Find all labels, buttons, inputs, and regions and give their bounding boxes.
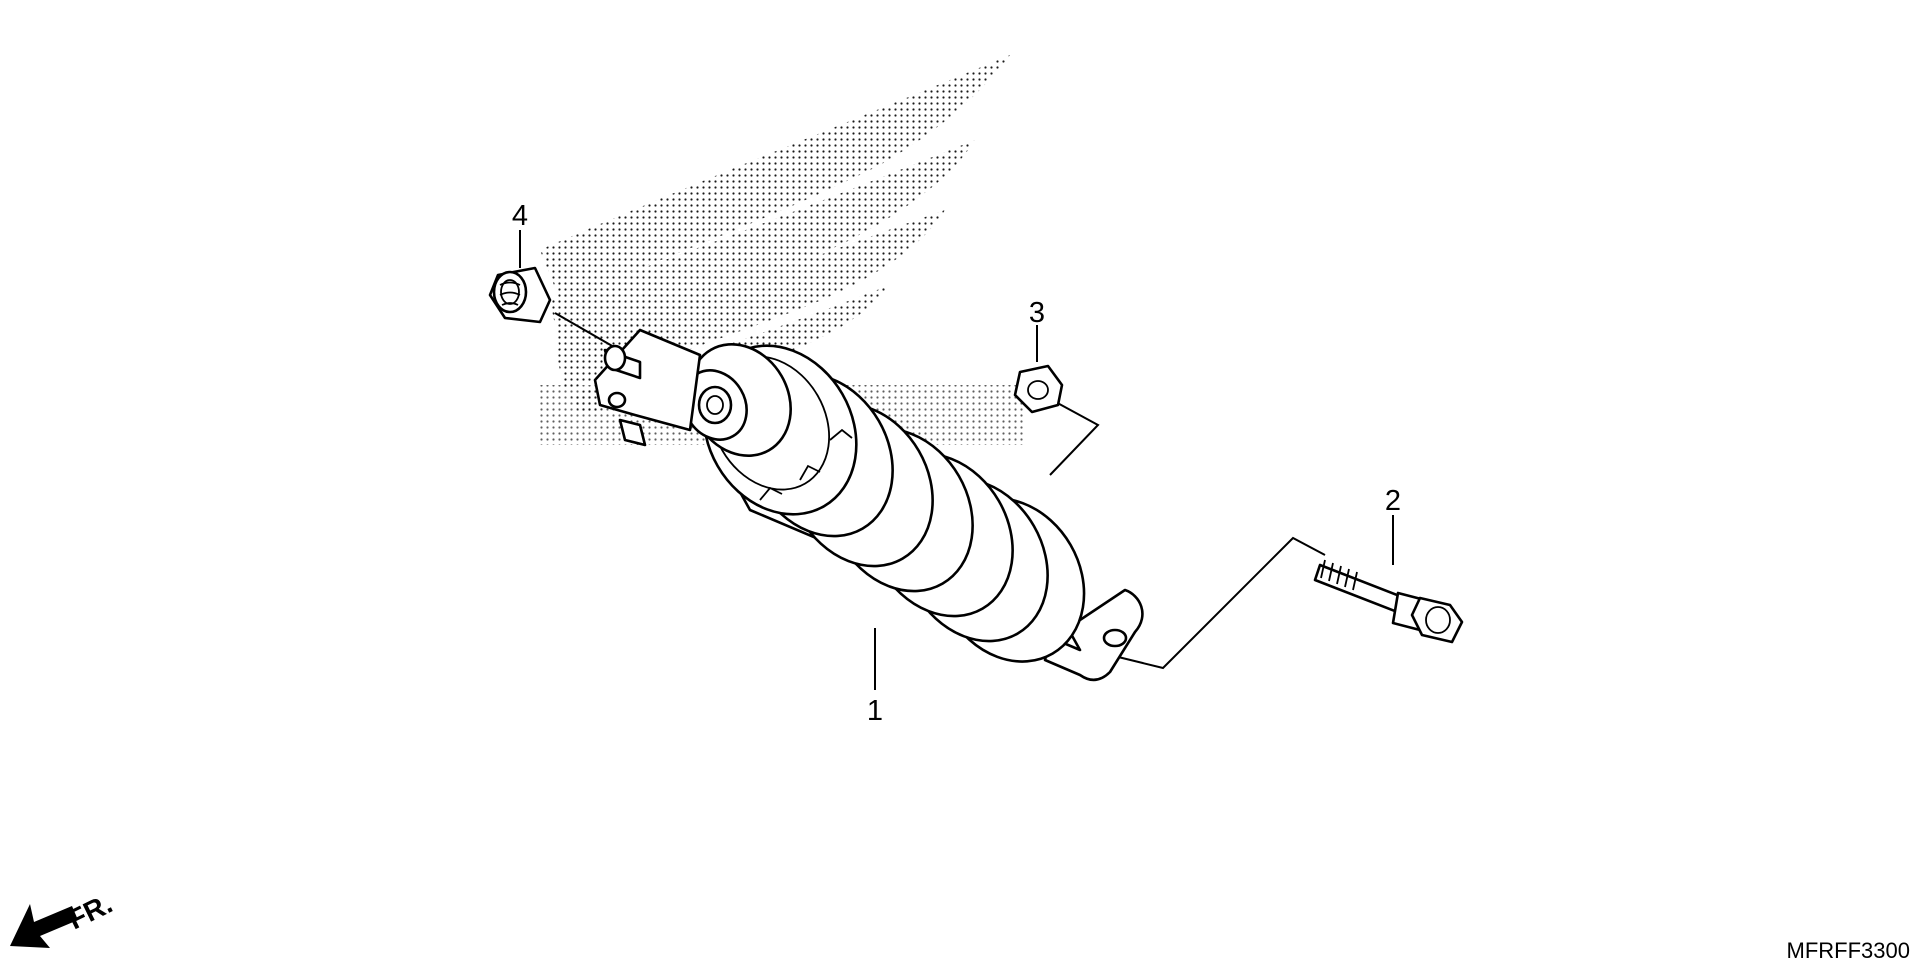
front-direction-indicator: FR.: [10, 888, 117, 948]
callout-number-2: 2: [1385, 485, 1401, 517]
callout-number-1: 1: [867, 695, 883, 727]
front-arrow-icon: [10, 904, 78, 948]
callout-number-4: 4: [512, 200, 528, 232]
collar-bushing: [488, 266, 552, 324]
diagram-code: MFRFF3300: [1787, 938, 1910, 960]
shock-absorber: [593, 328, 1144, 682]
flange-bolt: [1313, 559, 1464, 644]
callout-number-3: 3: [1029, 297, 1045, 329]
front-direction-label: FR.: [63, 888, 117, 936]
leader-lines: [519, 230, 1394, 690]
nut: [1013, 364, 1064, 414]
